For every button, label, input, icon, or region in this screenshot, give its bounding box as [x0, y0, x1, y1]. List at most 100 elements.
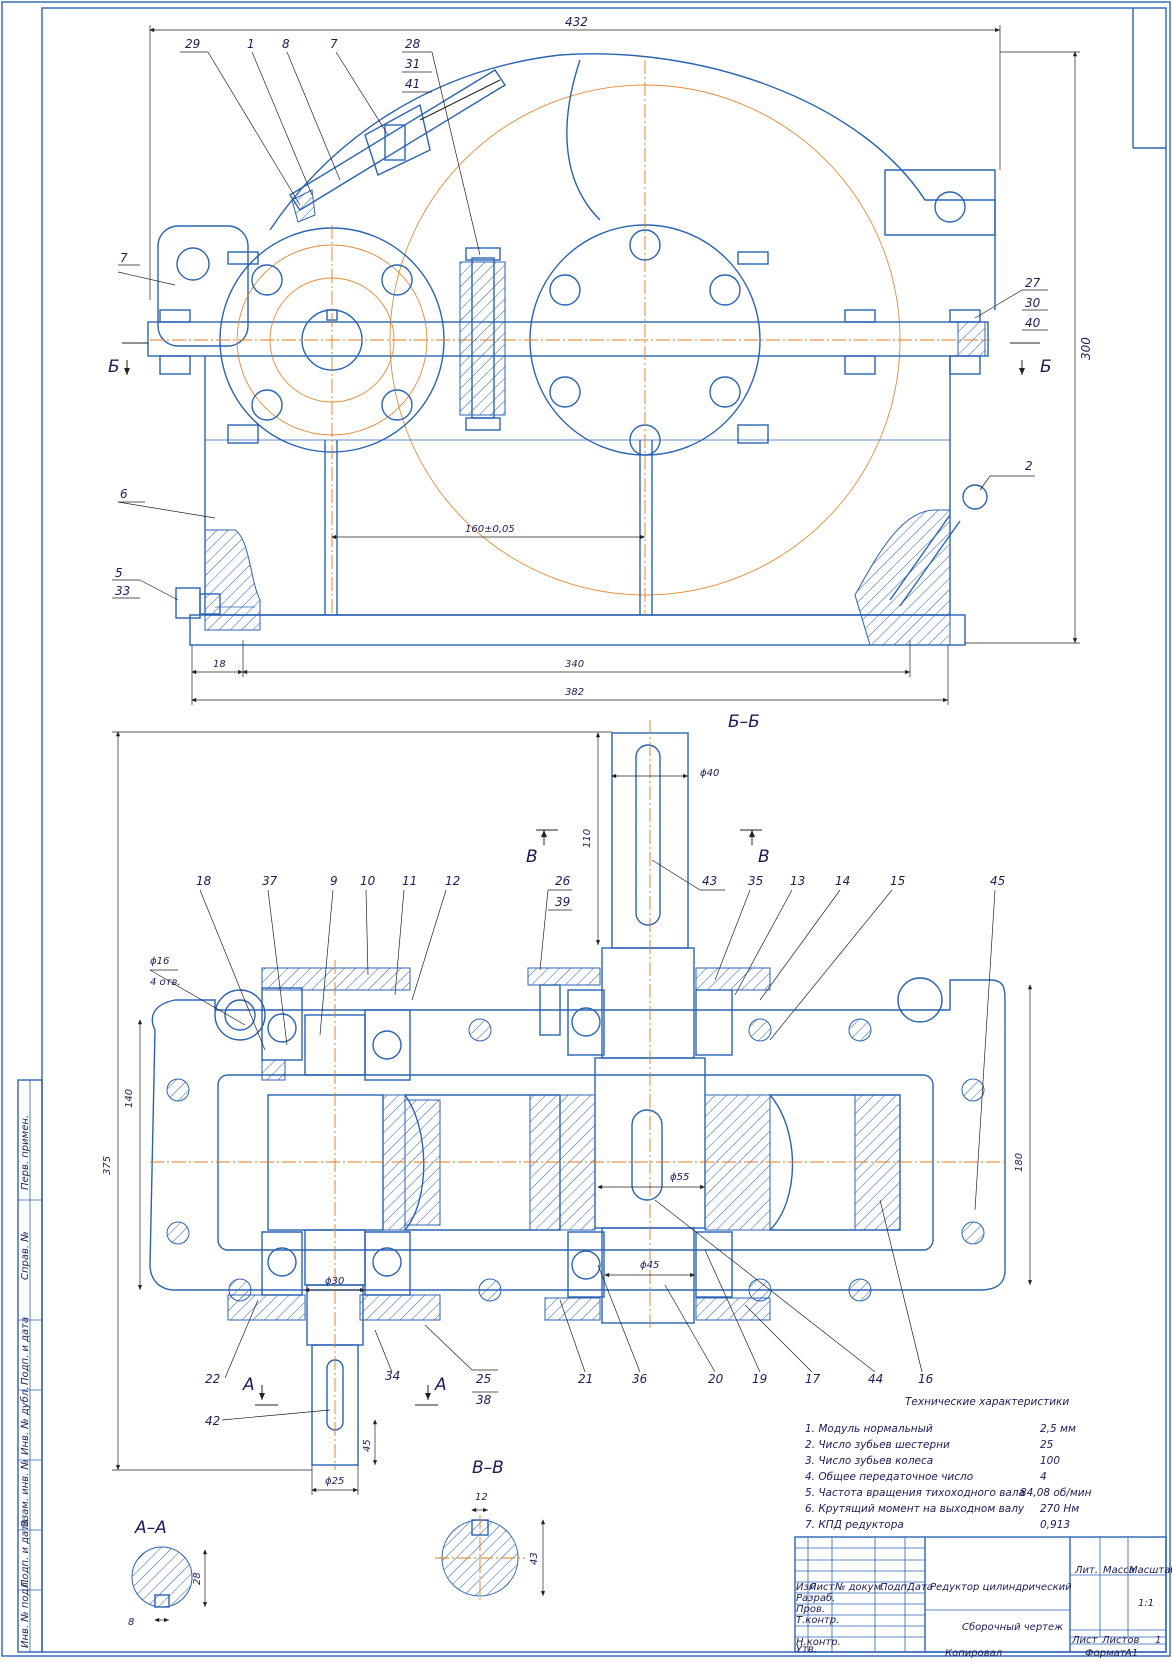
callout-5: 5: [115, 566, 123, 580]
section-bb: Б–Б: [102, 712, 1033, 1495]
callout-2: 2: [1025, 459, 1033, 473]
dim-d25: ϕ25: [325, 1476, 344, 1487]
callout-7-left: 7: [120, 251, 128, 265]
callout-16: 16: [918, 1372, 934, 1386]
tech-row-2-value: 100: [1040, 1455, 1060, 1467]
tb-col-doc: № докум.: [834, 1582, 884, 1593]
dim-382: 382: [565, 687, 584, 698]
title-block: Изм Лист № докум. Подп. Дата Разраб. Про…: [794, 1536, 1172, 1659]
tb-copied: Копировал: [945, 1648, 1003, 1658]
callout-25: 25: [476, 1372, 491, 1386]
callout-37: 37: [262, 874, 278, 888]
dim-d40: ϕ40: [700, 768, 719, 779]
tech-row-5-value: 270 Нм: [1040, 1503, 1079, 1515]
tb-sheets: Листов: [1101, 1635, 1139, 1646]
callout-33: 33: [115, 584, 130, 598]
dim-140: 140: [124, 1089, 135, 1108]
callout-38: 38: [476, 1393, 492, 1407]
dim-180: 180: [1014, 1153, 1025, 1172]
callout-6: 6: [120, 487, 128, 501]
tb-col-sign: Подп.: [880, 1582, 910, 1593]
section-aa: А–А 8 28: [128, 1518, 208, 1628]
tb-sheets-count: 1: [1155, 1635, 1161, 1646]
callout-36: 36: [632, 1372, 648, 1386]
tech-row-3-label: 4. Общее передаточное число: [805, 1471, 973, 1483]
section-vv-title: В–В: [472, 1458, 504, 1478]
callout-27: 27: [1025, 276, 1041, 290]
callout-21: 21: [578, 1372, 593, 1386]
tb-scale: 1:1: [1138, 1598, 1154, 1609]
dim-d45: ϕ45: [640, 1260, 659, 1271]
callout-39: 39: [555, 895, 570, 909]
dim-340: 340: [565, 659, 584, 670]
cut-v-left: В: [526, 847, 538, 867]
cut-b-right: Б: [1040, 357, 1052, 377]
side-stamp: Перв. примен. Справ. № Подп. и дата Инв.…: [17, 1079, 43, 1653]
cut-a-left: А: [242, 1375, 255, 1395]
dim-432: 432: [565, 15, 588, 29]
top-view: Б Б 432 300 160±0,05 18 340 382 29 1: [108, 15, 1093, 705]
stamp-cell-3: Инв. № дубл.: [19, 1387, 31, 1455]
stamp-cell-0: Перв. примен.: [20, 1115, 31, 1190]
section-aa-title: А–А: [134, 1518, 167, 1538]
tech-row-6-value: 0,913: [1040, 1519, 1070, 1531]
callout-11: 11: [402, 874, 417, 888]
tb-scale-label: Масштаб: [1129, 1564, 1172, 1576]
stamp-cell-5: Подп. и дата: [20, 1519, 31, 1587]
dim-d16-note: 4 отв.: [150, 977, 181, 988]
callout-15: 15: [890, 874, 905, 888]
tech-row-1-value: 25: [1040, 1439, 1054, 1451]
callout-40: 40: [1025, 316, 1041, 330]
section-vv: В–В 12 43: [435, 1458, 546, 1600]
callout-20: 20: [708, 1372, 724, 1386]
callout-9: 9: [330, 874, 338, 888]
callout-8: 8: [282, 37, 290, 51]
callout-12: 12: [445, 874, 460, 888]
dim-d55: ϕ55: [670, 1172, 689, 1183]
callout-1: 1: [247, 37, 255, 51]
tech-row-6-label: 7. КПД редуктора: [805, 1519, 904, 1531]
dim-aa-8: 8: [128, 1617, 134, 1628]
callout-18: 18: [196, 874, 212, 888]
dim-l45: 45: [362, 1439, 373, 1452]
callout-17: 17: [805, 1372, 821, 1386]
cut-v-right: В: [758, 847, 770, 867]
tb-mass: Масса: [1103, 1565, 1135, 1576]
tb-format: А1: [1124, 1648, 1138, 1658]
inspection-cover: [289, 69, 506, 211]
callout-28: 28: [405, 37, 421, 51]
cut-a-right: А: [434, 1375, 447, 1395]
stamp-cell-6: Инв. № подл.: [20, 1579, 31, 1648]
tech-row-5-label: 6. Крутящий момент на выходном валу: [805, 1503, 1025, 1515]
dim-center-distance: 160±0,05: [465, 524, 515, 535]
dim-375: 375: [102, 1156, 113, 1175]
tb-doc-type: Сборочный чертеж: [962, 1621, 1063, 1633]
dim-d16: ϕ16: [150, 956, 169, 967]
tech-row-2-label: 3. Число зубьев колеса: [805, 1455, 933, 1467]
tb-format-label: Формат: [1085, 1648, 1127, 1658]
dim-d30: ϕ30: [325, 1276, 344, 1287]
tech-row-0-label: 1. Модуль нормальный: [805, 1423, 933, 1435]
dim-vv-43: 43: [529, 1552, 540, 1565]
housing-cover-outline: [269, 53, 996, 310]
tech-row-0-value: 2,5 мм: [1040, 1423, 1076, 1435]
dim-vv-12: 12: [475, 1492, 488, 1503]
tb-col-date: Дата: [906, 1582, 933, 1593]
tb-role-1: Пров.: [796, 1604, 825, 1615]
tb-sheet: Лист: [1071, 1635, 1099, 1646]
callout-31: 31: [405, 57, 420, 71]
tech-title: Технические характеристики: [905, 1396, 1069, 1408]
stamp-cell-2: Подп. и дата: [20, 1317, 31, 1385]
pinion: [267, 1094, 384, 1231]
tech-row-3-value: 4: [1040, 1471, 1047, 1483]
callout-10: 10: [360, 874, 376, 888]
tech-characteristics: Технические характеристики 1. Модуль нор…: [805, 1396, 1092, 1531]
tb-lit: Лит.: [1074, 1565, 1098, 1576]
callout-34: 34: [385, 1369, 400, 1383]
callout-44: 44: [868, 1372, 883, 1386]
callout-26: 26: [555, 874, 571, 888]
callout-14: 14: [835, 874, 850, 888]
callout-43: 43: [702, 874, 717, 888]
